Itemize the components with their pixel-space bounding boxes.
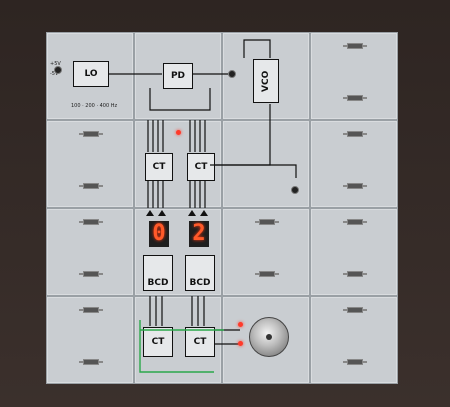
module-slot: [343, 131, 367, 137]
module-knob: [222, 296, 310, 384]
module-slot: [343, 183, 367, 189]
module-blank-r4c1: [46, 296, 134, 384]
module-slot: [343, 307, 367, 313]
module-slot: [79, 183, 103, 189]
digit-left-display: 0: [149, 221, 169, 247]
module-counters-bottom: CT CT: [134, 296, 222, 384]
ct-top-left: CT: [145, 153, 173, 181]
module-slot: [343, 95, 367, 101]
knob-center-dot: [266, 334, 272, 340]
bcd-right: BCD: [185, 255, 215, 291]
module-blank-r2c4: [310, 120, 398, 208]
module-slot: [79, 271, 103, 277]
supply-jack[interactable]: [54, 66, 62, 74]
module-slot: [343, 43, 367, 49]
vco-input-jack[interactable]: [228, 70, 236, 78]
module-slot: [343, 271, 367, 277]
module-slot: [79, 131, 103, 137]
module-slot: [343, 359, 367, 365]
digit-right-display: 2: [189, 221, 209, 247]
ct-bottom-left: CT: [143, 327, 173, 357]
module-slot: [255, 271, 279, 277]
module-blank-r3c4: [310, 208, 398, 296]
module-blank-r1c4: [310, 32, 398, 120]
pd-block: PD: [163, 63, 193, 89]
output-jack[interactable]: [291, 186, 299, 194]
module-slot: [79, 219, 103, 225]
module-blank-r2c1: [46, 120, 134, 208]
bcd-right-label: BCD: [189, 278, 211, 288]
module-slot: [79, 307, 103, 313]
module-display-bcd: 0 2 BCD BCD: [134, 208, 222, 296]
module-slot: [255, 219, 279, 225]
ct-bottom-right: CT: [185, 327, 215, 357]
module-slot: [79, 359, 103, 365]
module-blank-r4c4: [310, 296, 398, 384]
module-counters-top: CT CT: [134, 120, 222, 208]
module-pd: PD: [134, 32, 222, 120]
supply-minus-label: -5V: [50, 71, 59, 77]
indicator-led: [176, 130, 181, 135]
module-vco: VCO: [222, 32, 310, 120]
ct-top-right: CT: [187, 153, 215, 181]
lo-frequency-label: 100 · 200 · 400 Hz: [71, 103, 118, 109]
module-lo: +5V -5V LO 100 · 200 · 400 Hz: [46, 32, 134, 120]
supply-plus-label: +5V: [50, 61, 61, 67]
bcd-left: BCD: [143, 255, 173, 291]
module-blank-r3c3: [222, 208, 310, 296]
indicator-led: [238, 341, 243, 346]
indicator-led: [238, 322, 243, 327]
bcd-left-label: BCD: [147, 278, 169, 288]
module-slot: [343, 219, 367, 225]
module-blank-r3c1: [46, 208, 134, 296]
